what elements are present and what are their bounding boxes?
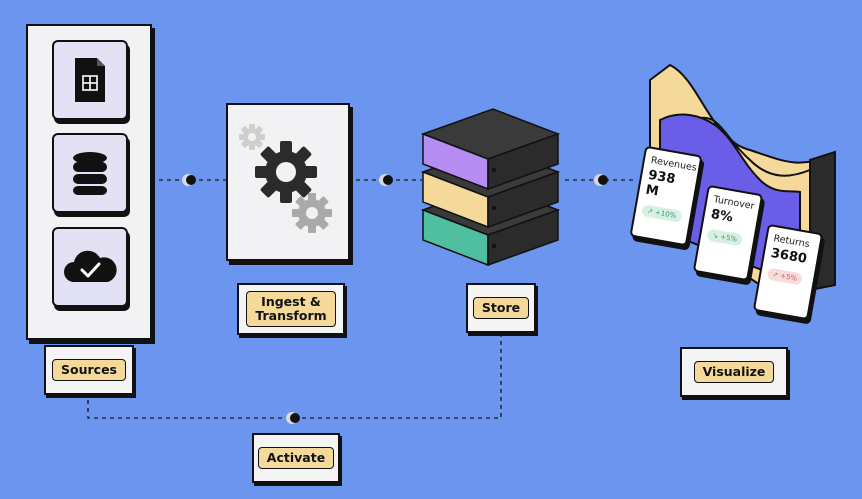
ingest-label: Ingest & Transform bbox=[246, 290, 336, 328]
ingest-label-line2: Transform bbox=[255, 308, 327, 323]
connector-activate-loop bbox=[87, 330, 502, 419]
activate-label: Activate bbox=[257, 446, 335, 470]
sources-panel bbox=[26, 24, 152, 340]
trend-up-icon: ↗ bbox=[771, 270, 779, 280]
activate-label-card: Activate bbox=[252, 433, 340, 483]
database-icon bbox=[73, 152, 107, 195]
server-unit bbox=[420, 108, 561, 191]
connector-dot bbox=[594, 174, 608, 186]
kpi-delta-badge: ↗ +5% bbox=[766, 267, 804, 286]
connector-dot bbox=[379, 174, 393, 186]
trend-up-icon: ↘ bbox=[711, 231, 719, 241]
sources-label: Sources bbox=[52, 358, 126, 382]
ingest-panel bbox=[226, 103, 350, 261]
spreadsheet-icon bbox=[75, 58, 105, 102]
ingest-label-line1: Ingest & bbox=[261, 293, 321, 309]
source-tile-database bbox=[52, 133, 128, 213]
store-label-card: Store bbox=[466, 283, 536, 333]
connector-dots bbox=[182, 174, 608, 424]
gears-icon bbox=[239, 124, 332, 233]
server-stack-icon bbox=[420, 108, 561, 267]
trend-up-icon: ↗ bbox=[646, 207, 654, 216]
visualize-label: Visualize bbox=[693, 360, 775, 384]
cloud-check-icon bbox=[64, 250, 117, 282]
kpi-delta-badge: ↘ +5% bbox=[706, 228, 744, 247]
kpi-value: 938 M bbox=[644, 167, 677, 200]
kpi-delta-badge: ↗ +10% bbox=[641, 204, 683, 223]
visualize-label-card: Visualize bbox=[680, 347, 788, 397]
connector-dot bbox=[182, 174, 196, 186]
sources-label-card: Sources bbox=[44, 345, 134, 395]
source-tile-spreadsheet bbox=[52, 40, 128, 120]
store-label: Store bbox=[472, 296, 530, 320]
kpi-delta-text: +5% bbox=[779, 271, 798, 283]
kpi-delta-text: +10% bbox=[654, 208, 677, 221]
kpi-delta-text: +5% bbox=[719, 232, 738, 244]
source-tile-cloud bbox=[52, 227, 128, 307]
connector-dot bbox=[286, 412, 300, 424]
ingest-label-card: Ingest & Transform bbox=[237, 283, 345, 335]
